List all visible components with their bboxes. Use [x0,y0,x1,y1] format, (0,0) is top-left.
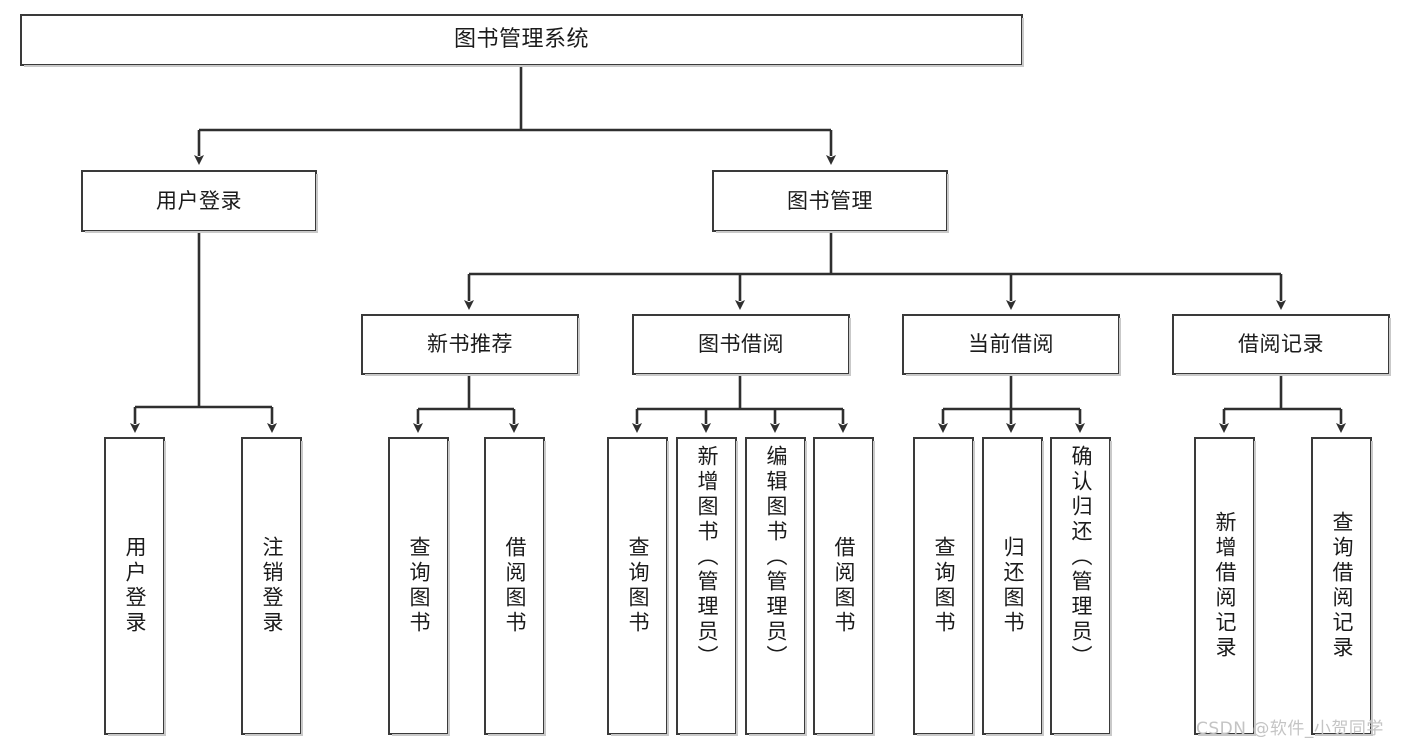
node-label: 借阅记录 [1238,332,1324,357]
node-label: 查询借阅记录 [1330,511,1354,661]
node-leaf-add-record[interactable]: 新增借阅记录 [1194,437,1256,736]
node-label: 查询图书 [626,536,650,636]
node-label: 图书借阅 [698,332,784,357]
node-leaf-return-book[interactable]: 归还图书 [982,437,1044,736]
node-label: 编辑图书（管理员） [764,445,788,670]
node-book-manage[interactable]: 图书管理 [712,170,949,233]
node-borrow-record[interactable]: 借阅记录 [1172,314,1391,376]
node-leaf-query-book-2[interactable]: 查询图书 [607,437,669,736]
node-leaf-query-book-1[interactable]: 查询图书 [388,437,450,736]
node-label: 查询图书 [407,536,431,636]
node-label: 用户登录 [156,188,242,213]
node-label: 新书推荐 [427,332,513,357]
node-label: 新增借阅记录 [1213,511,1237,661]
node-leaf-add-book[interactable]: 新增图书（管理员） [676,437,738,736]
node-current-borrow[interactable]: 当前借阅 [902,314,1121,376]
node-leaf-confirm-return[interactable]: 确认归还（管理员） [1050,437,1112,736]
node-leaf-user-logout[interactable]: 注销登录 [241,437,303,736]
node-label: 确认归还（管理员） [1069,445,1093,670]
node-label: 图书管理系统 [453,27,589,53]
node-leaf-borrow-book-1[interactable]: 借阅图书 [484,437,546,736]
node-label: 图书管理 [787,188,873,213]
node-label: 当前借阅 [968,332,1054,357]
node-leaf-query-book-3[interactable]: 查询图书 [913,437,975,736]
node-new-book-recommend[interactable]: 新书推荐 [361,314,580,376]
node-label: 新增图书（管理员） [695,445,719,670]
node-label: 用户登录 [123,536,147,636]
node-label: 归还图书 [1001,536,1025,636]
node-label: 查询图书 [932,536,956,636]
node-leaf-edit-book[interactable]: 编辑图书（管理员） [745,437,807,736]
node-root-system[interactable]: 图书管理系统 [20,14,1024,67]
node-label: 借阅图书 [832,536,856,636]
node-book-borrow[interactable]: 图书借阅 [632,314,851,376]
node-label: 注销登录 [260,536,284,636]
node-label: 借阅图书 [503,536,527,636]
node-leaf-borrow-book-2[interactable]: 借阅图书 [813,437,875,736]
node-leaf-user-login[interactable]: 用户登录 [104,437,166,736]
node-leaf-query-record[interactable]: 查询借阅记录 [1311,437,1373,736]
node-user-login[interactable]: 用户登录 [81,170,318,233]
watermark-csdn: CSDN @软件_小贺同学 [1196,719,1384,739]
